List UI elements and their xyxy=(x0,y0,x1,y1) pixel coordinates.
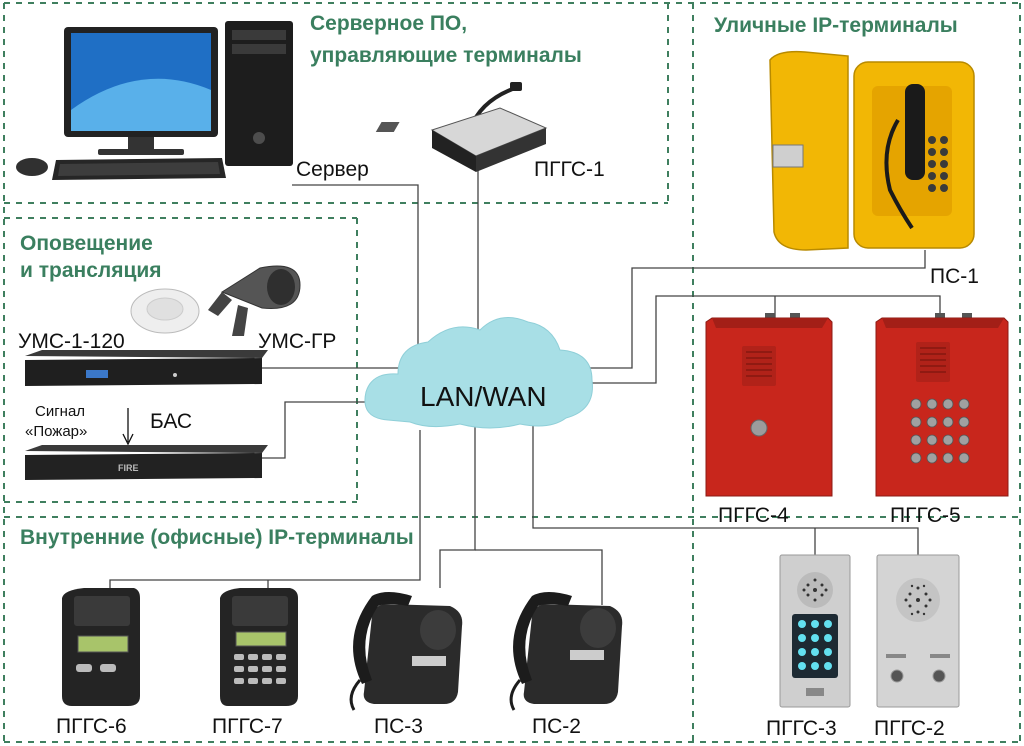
broadcast-zone-title-line2: и трансляция xyxy=(20,259,162,282)
wire-pggs23 xyxy=(532,420,919,555)
wire-ps2 xyxy=(475,549,603,605)
ums-gr-label: УМС-ГР xyxy=(258,330,336,353)
lan-wan-cloud-icon xyxy=(364,317,593,429)
pggs4-terminal-icon xyxy=(705,313,833,497)
ps3-label: ПС-3 xyxy=(374,715,423,738)
ps1-label: ПС-1 xyxy=(930,265,979,288)
ums1-120-label: УМС-1-120 xyxy=(18,330,125,353)
fire-signal-label-line1: Сигнал xyxy=(35,403,85,420)
broadcast-zone-title-line1: Оповещение xyxy=(20,232,153,255)
pggs7-label: ПГГС-7 xyxy=(212,715,283,738)
lan-wan-label: LAN/WAN xyxy=(420,381,547,412)
office-zone-title: Внутренние (офисные) IP-терминалы xyxy=(20,526,414,549)
wire-server xyxy=(292,184,419,365)
fire-signal-label-line2: «Пожар» xyxy=(25,423,87,440)
connection-lines xyxy=(109,170,941,605)
pggs7-intercom-icon xyxy=(220,588,298,706)
fire-signal-arrow-icon xyxy=(122,408,134,446)
pggs3-panel-icon xyxy=(779,554,851,708)
zone-borders xyxy=(3,2,1021,743)
ps2-label: ПС-2 xyxy=(532,715,581,738)
bas-fire-panel-icon xyxy=(25,445,268,480)
fire-panel-text: FIRE xyxy=(118,463,139,473)
ps3-desk-phone-icon xyxy=(349,592,463,711)
wire-office xyxy=(109,430,421,588)
pggs6-label: ПГГС-6 xyxy=(56,715,127,738)
street-zone-title: Уличные IP-терминалы xyxy=(714,14,958,37)
ceiling-speaker-icon xyxy=(130,288,200,334)
wire-ps3 xyxy=(439,420,476,588)
pggs3-label: ПГГС-3 xyxy=(766,717,837,740)
ps1-street-phone-icon xyxy=(769,50,975,251)
pggs2-label: ПГГС-2 xyxy=(874,717,945,740)
server-zone-title-line2: управляющие терминалы xyxy=(310,44,582,67)
pggs5-terminal-icon xyxy=(875,313,1009,497)
server-zone-title-line1: Серверное ПО, xyxy=(310,12,467,35)
pggs5-label: ПГГС-5 xyxy=(890,504,961,527)
horn-speaker-icon xyxy=(208,265,301,336)
pggs6-intercom-icon xyxy=(62,588,140,706)
pggs2-panel-icon xyxy=(876,554,960,708)
wire-ps1 xyxy=(560,250,926,369)
server-computer-icon xyxy=(16,21,293,180)
wire-bas xyxy=(262,401,380,459)
wire-pggs45 xyxy=(590,295,941,384)
server-label: Сервер xyxy=(296,158,369,181)
bas-label: БАС xyxy=(150,410,192,433)
pggs4-label: ПГГС-4 xyxy=(718,504,789,527)
pggs1-label: ПГГС-1 xyxy=(534,158,605,181)
ps2-desk-phone-icon xyxy=(509,592,623,711)
pggs1-console-icon xyxy=(375,82,548,172)
ums1-120-amplifier-icon xyxy=(25,350,268,386)
